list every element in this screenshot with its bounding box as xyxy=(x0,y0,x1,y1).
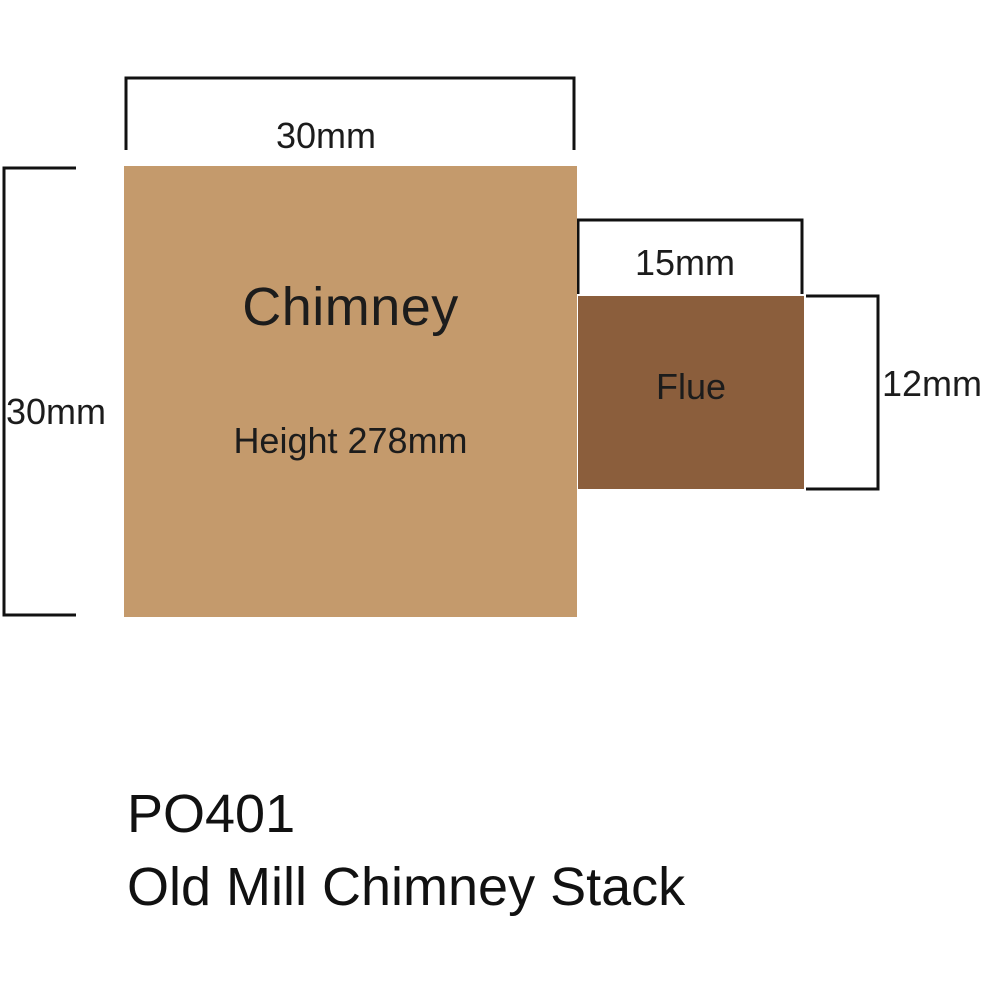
flue-title: Flue xyxy=(655,366,727,407)
chimney-depth-bracket xyxy=(2,166,76,617)
chimney-depth-label: 30mm xyxy=(6,391,107,432)
flue-width-label: 15mm xyxy=(635,242,736,283)
product-name: Old Mill Chimney Stack xyxy=(127,857,686,917)
chimney-height-label: Height 278mm xyxy=(233,420,468,461)
flue-height-bracket xyxy=(806,294,880,491)
flue-height-label: 12mm xyxy=(882,363,983,404)
flue-block: Flue xyxy=(578,296,804,489)
flue-width-bracket xyxy=(576,218,804,294)
chimney-title: Chimney xyxy=(242,277,459,337)
chimney-block: Chimney Height 278mm xyxy=(124,166,577,617)
product-code: PO401 xyxy=(127,784,296,844)
chimney-width-label: 30mm xyxy=(276,115,377,156)
chimney-width-bracket xyxy=(124,76,576,150)
